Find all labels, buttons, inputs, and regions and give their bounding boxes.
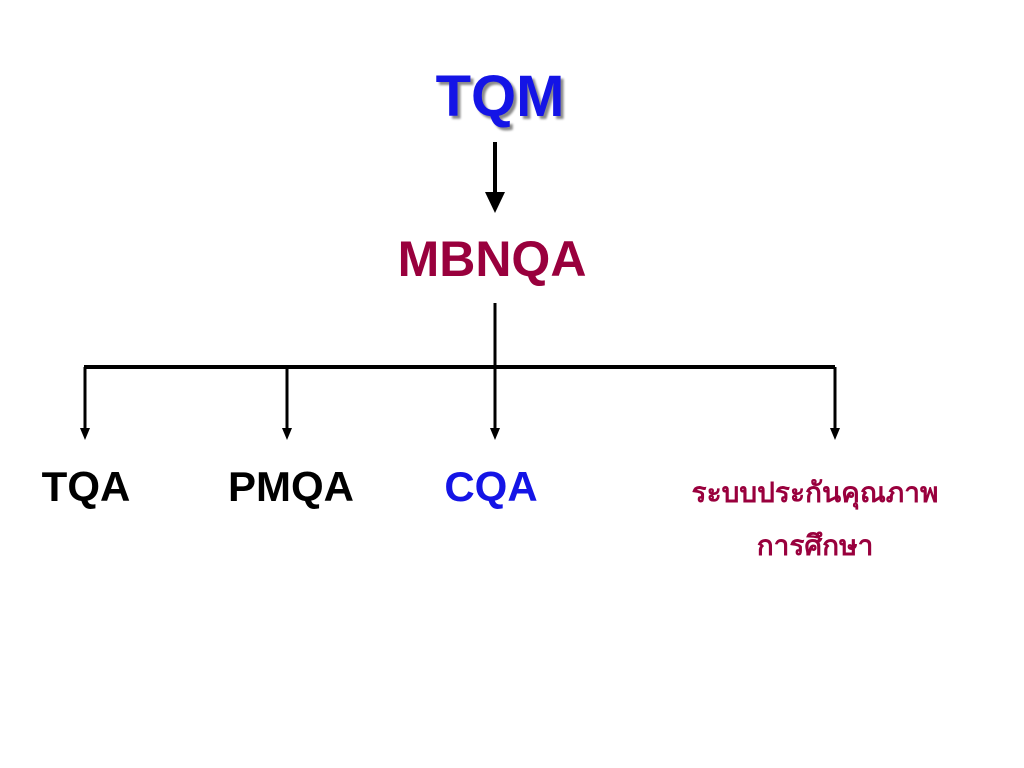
branch-arrowhead-cqa [490,428,500,440]
root-to-middle-arrowhead [485,192,505,213]
child-node-tqa: TQA [41,463,131,510]
middle-node-label: MBNQA [397,231,587,287]
child-node-education-qa-line1: ระบบประกันคุณภาพ [691,477,939,508]
branch-arrowhead-thai [830,428,840,440]
child-node-education-qa: ระบบประกันคุณภาพ การศึกษา [655,466,975,572]
root-node-label: TQM [435,64,565,129]
child-node-education-qa-line2: การศึกษา [756,530,874,562]
branch-arrowhead-tqa [80,428,90,440]
branch-arrowhead-pmqa [282,428,292,440]
child-node-pmqa: PMQA [228,463,354,510]
child-node-cqa: CQA [444,463,538,510]
